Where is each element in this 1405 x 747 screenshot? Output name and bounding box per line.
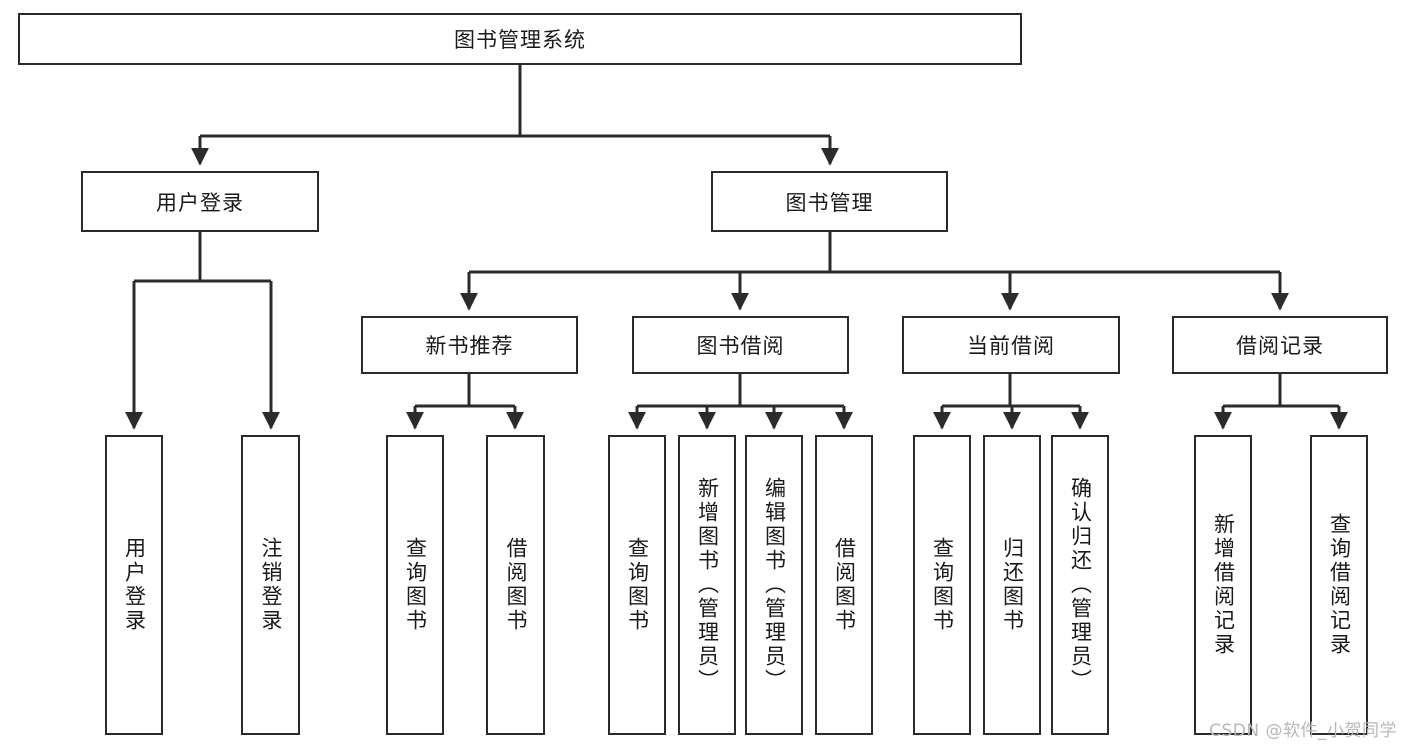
node-book-borrow[interactable]: 图书借阅: [632, 316, 849, 374]
node-leaf-borrow-book-2[interactable]: 借阅图书: [815, 435, 873, 735]
node-label: 查询图书: [403, 537, 428, 633]
node-leaf-add-book-admin[interactable]: 新增图书（管理员）: [678, 435, 736, 735]
node-current-borrow[interactable]: 当前借阅: [902, 316, 1120, 374]
node-leaf-query-book-2[interactable]: 查询图书: [608, 435, 666, 735]
node-book-manage[interactable]: 图书管理: [711, 171, 948, 232]
node-leaf-add-borrow-record[interactable]: 新增借阅记录: [1194, 435, 1252, 735]
node-leaf-query-book-3[interactable]: 查询图书: [913, 435, 971, 735]
node-label: 归还图书: [1000, 537, 1025, 633]
node-new-book-rec[interactable]: 新书推荐: [361, 316, 578, 374]
node-label: 注销登录: [259, 537, 283, 633]
node-label: 确认归还（管理员）: [1068, 477, 1093, 693]
node-borrow-record[interactable]: 借阅记录: [1172, 316, 1388, 374]
node-leaf-query-book-1[interactable]: 查询图书: [386, 435, 444, 735]
node-label: 查询借阅记录: [1327, 513, 1352, 657]
node-label: 借阅图书: [832, 537, 857, 633]
node-leaf-edit-book-admin[interactable]: 编辑图书（管理员）: [745, 435, 803, 735]
node-label: 查询图书: [930, 537, 955, 633]
csdn-watermark: CSDN @软件_小贺同学: [1209, 721, 1397, 741]
node-label: 新增图书（管理员）: [695, 477, 720, 693]
node-label: 用户登录: [122, 537, 147, 633]
node-leaf-return-book[interactable]: 归还图书: [983, 435, 1041, 735]
node-leaf-user-login[interactable]: 用户登录: [105, 435, 163, 735]
node-user-login[interactable]: 用户登录: [81, 171, 319, 232]
node-leaf-borrow-book-1[interactable]: 借阅图书: [486, 435, 545, 735]
node-label: 借阅图书: [504, 537, 528, 633]
node-label: 新增借阅记录: [1211, 513, 1236, 657]
node-leaf-confirm-return-admin[interactable]: 确认归还（管理员）: [1051, 435, 1109, 735]
node-label: 编辑图书（管理员）: [762, 477, 787, 693]
node-label: 查询图书: [625, 537, 650, 633]
node-leaf-query-borrow-record[interactable]: 查询借阅记录: [1310, 435, 1368, 735]
node-leaf-user-logout[interactable]: 注销登录: [241, 435, 300, 735]
node-root[interactable]: 图书管理系统: [18, 13, 1022, 65]
